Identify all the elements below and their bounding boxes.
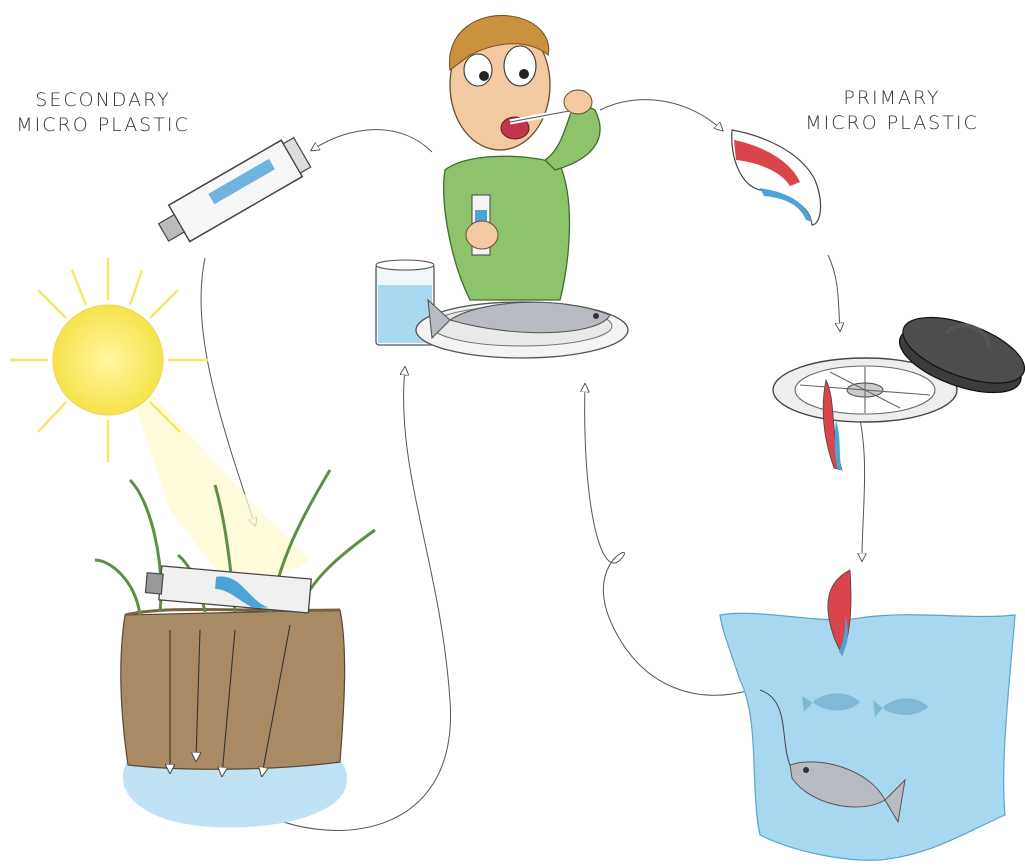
person-brushing-teeth [444,15,600,300]
sun-icon [10,258,310,600]
water-body [720,570,1015,860]
arrow-paste-to-drain [828,255,840,330]
arrow-drain-to-water [858,410,865,560]
primary-toothpaste-swirl-icon [732,130,821,225]
arrow-fish-to-plate [585,385,750,695]
arrow-person-to-tube [312,130,432,152]
arrow-person-to-paste [600,100,722,130]
fish-plate-icon [416,300,628,358]
secondary-toothpaste-tube-icon [153,134,313,250]
